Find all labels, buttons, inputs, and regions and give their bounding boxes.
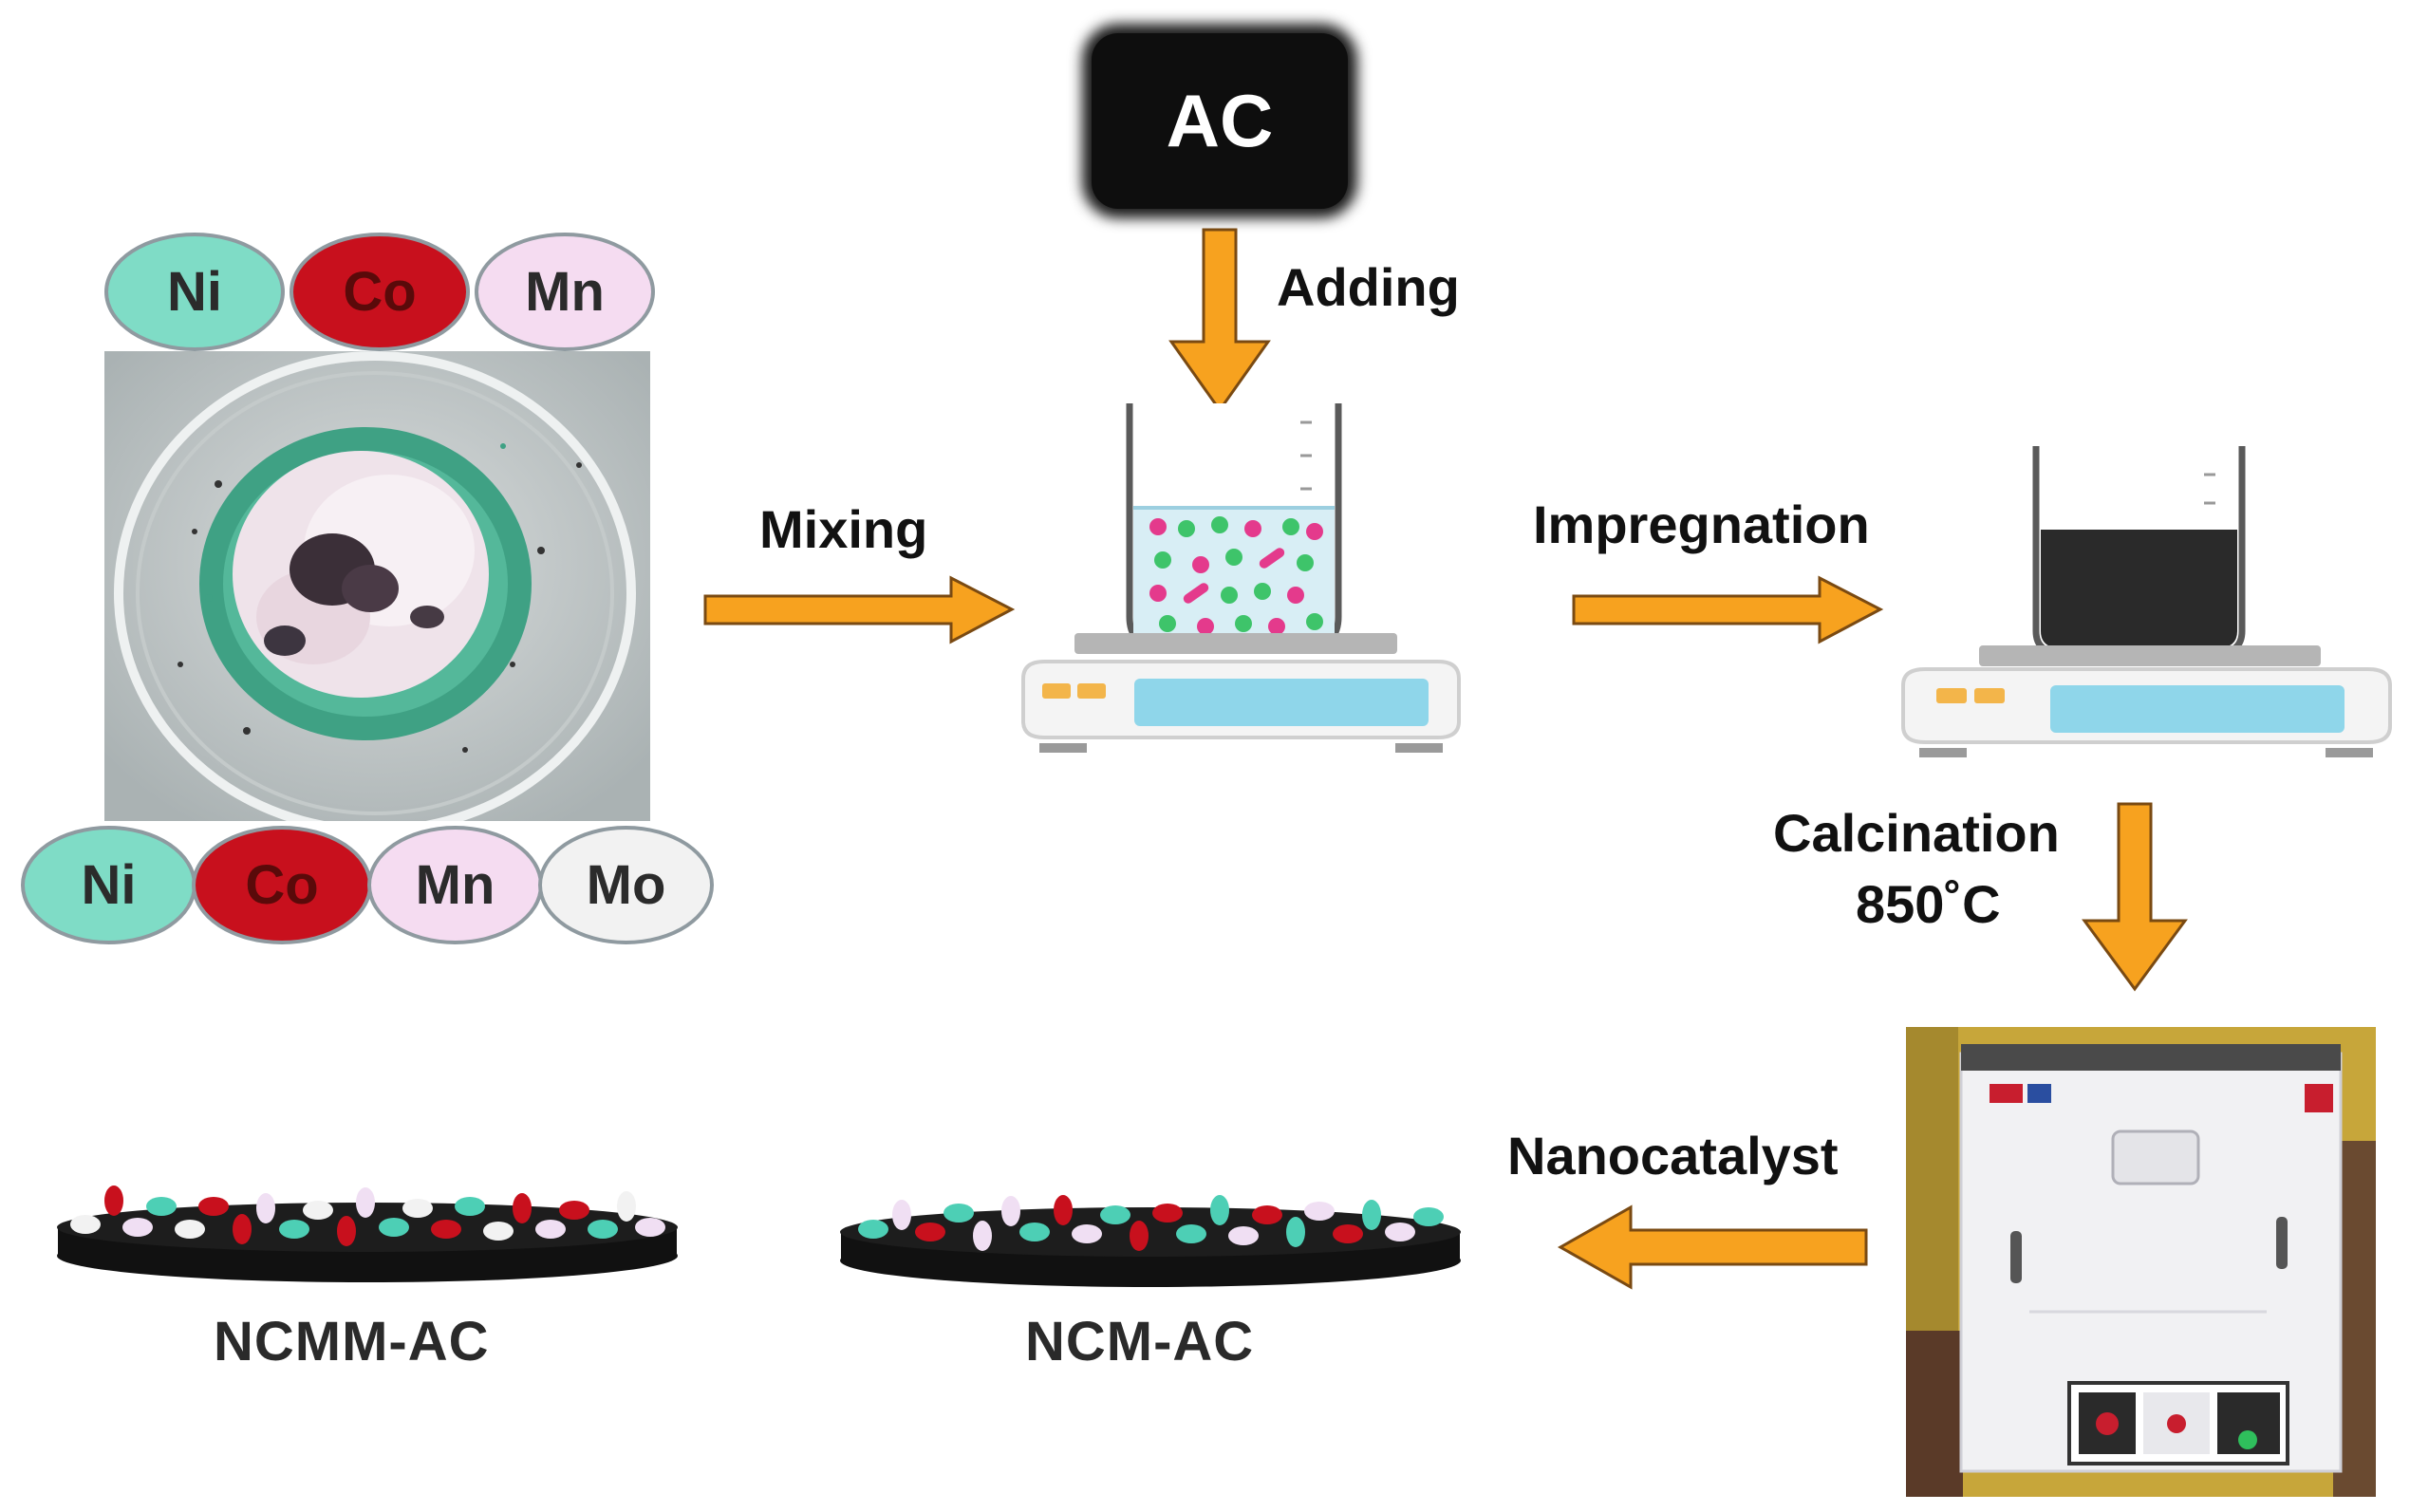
impregnation-label: Impregnation xyxy=(1533,495,1870,554)
adding-arrow-icon xyxy=(1168,228,1271,413)
co-ellipse-bottom: Co xyxy=(192,826,372,944)
ncmm-ac-label: NCMM-AC xyxy=(214,1311,490,1372)
calcination-arrow-icon xyxy=(2082,802,2188,992)
top-element-row: Ni Co Mn xyxy=(104,233,655,356)
ni-ellipse-top: Ni xyxy=(104,233,285,351)
beaker-icon xyxy=(1126,403,1342,649)
ncmm-ac-disk xyxy=(57,1185,678,1282)
calcination-label: Calcination xyxy=(1773,803,2060,863)
ncm-particles xyxy=(858,1195,1444,1251)
nanocatalyst-arrow-icon xyxy=(1557,1204,1868,1290)
ncm-ac-disk xyxy=(840,1195,1461,1287)
powder-photo xyxy=(104,351,650,821)
impregnation-arrow-icon xyxy=(1572,575,1884,644)
mn-ellipse-bottom: Mn xyxy=(367,826,543,944)
furnace-photo xyxy=(1906,1027,2376,1497)
ni-ellipse-bottom: Ni xyxy=(21,826,196,944)
bottom-element-row: Ni Co Mn Mo xyxy=(21,826,714,949)
temperature-label: 850˚C xyxy=(1856,874,2001,934)
magnetic-stirrer-icon xyxy=(1021,633,1461,753)
adding-label: Adding xyxy=(1277,257,1460,317)
ncmm-particles xyxy=(70,1185,665,1246)
activated-carbon-block: AC xyxy=(1092,33,1348,209)
mixing-stirrer-station xyxy=(1021,403,1461,753)
mixing-label: Mixing xyxy=(759,499,928,559)
ncm-ac-label: NCM-AC xyxy=(1025,1311,1255,1372)
impregnation-stirrer-station xyxy=(1901,446,2392,757)
magnetic-stirrer-icon-2 xyxy=(1901,645,2392,757)
beaker-black-icon xyxy=(2032,446,2246,657)
co-ellipse-top: Co xyxy=(290,233,470,351)
mixing-arrow-icon xyxy=(703,575,1016,644)
mn-ellipse-top: Mn xyxy=(475,233,655,351)
mo-ellipse-bottom: Mo xyxy=(538,826,714,944)
nanocatalyst-label: Nanocatalyst xyxy=(1507,1126,1839,1185)
